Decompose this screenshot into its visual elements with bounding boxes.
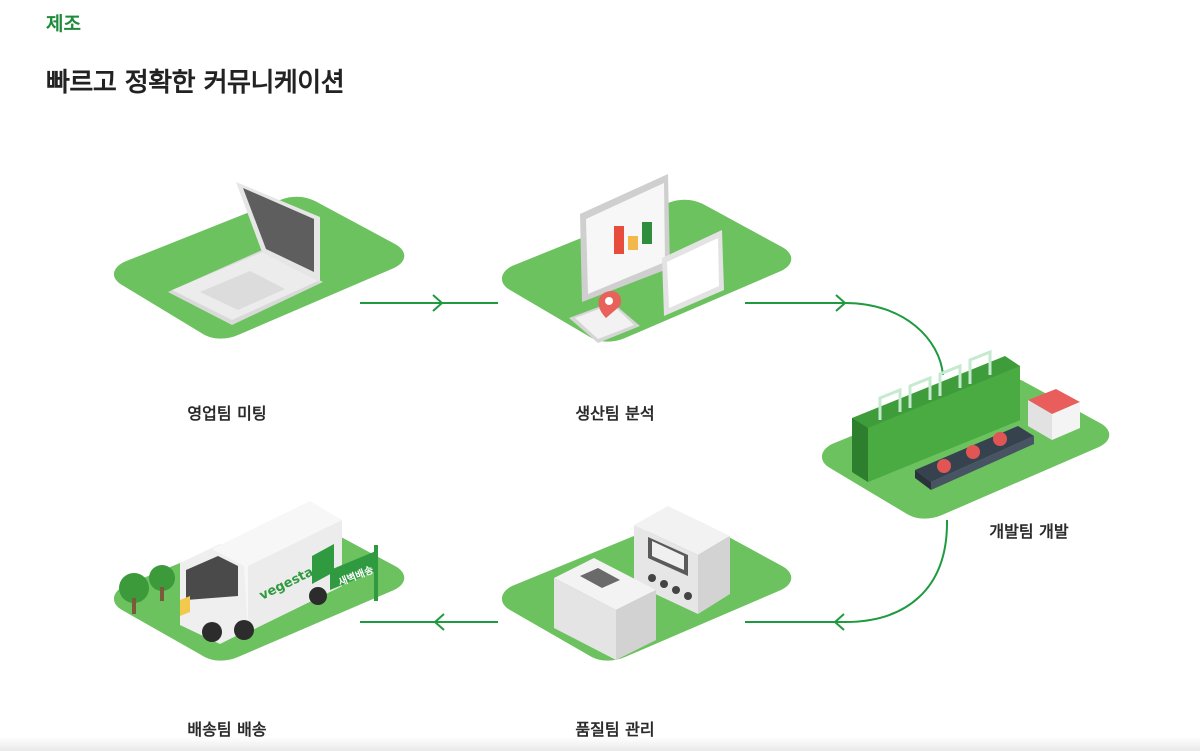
stage-label-development: 개발팀 개발 xyxy=(989,522,1069,541)
development-illustration xyxy=(821,349,1110,519)
arrow-development-to-quality xyxy=(745,519,949,623)
tree-icon xyxy=(149,565,175,591)
category-label: 제조 xyxy=(46,13,81,35)
chart-bar-red xyxy=(614,226,624,254)
stage-label-sales: 영업팀 미팅 xyxy=(187,404,267,423)
delivery-illustration: vegestar 새벽배송 xyxy=(113,501,405,661)
stage-label-quality: 품질팀 관리 xyxy=(575,720,655,739)
stage-label-delivery: 배송팀 배송 xyxy=(187,720,267,739)
sales-meeting-illustration xyxy=(113,182,405,339)
stage-label-production: 생산팀 분석 xyxy=(575,404,655,423)
flow-arrows xyxy=(360,294,949,631)
bottom-edge-shadow xyxy=(0,737,1200,751)
page-title: 빠르고 정확한 커뮤니케이션 xyxy=(46,68,345,98)
arrow-production-to-development xyxy=(745,302,944,376)
brand-logo-icon xyxy=(312,544,334,584)
quality-management-illustration xyxy=(501,506,792,661)
chart-bar-green xyxy=(642,222,652,244)
delivery-flag xyxy=(330,551,376,590)
production-analysis-illustration xyxy=(501,174,792,343)
tree-icon xyxy=(119,573,149,603)
chart-bar-yellow xyxy=(628,236,638,250)
